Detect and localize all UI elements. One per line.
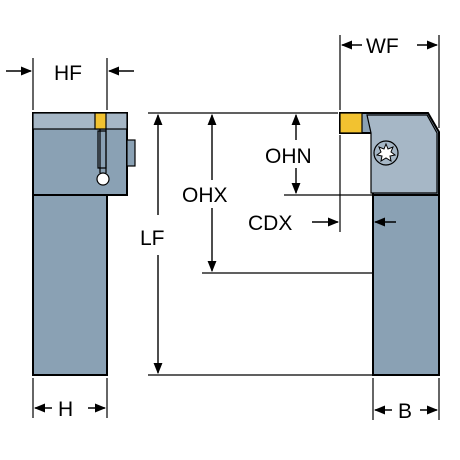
front-view-insert <box>94 112 107 130</box>
side-view-head-chamfer <box>366 114 438 194</box>
dimension-b: B <box>372 378 440 423</box>
dimension-hf: HF <box>6 58 134 110</box>
front-view-clamp-hole <box>96 172 110 186</box>
side-view-insert <box>339 112 363 134</box>
label-lf: LF <box>140 227 165 250</box>
label-hf: HF <box>54 62 82 85</box>
label-ohx: OHX <box>182 184 228 207</box>
dimension-ohx: OHX <box>182 113 372 274</box>
front-view-head-top-face <box>32 112 128 130</box>
side-view <box>339 112 440 376</box>
dimension-ohn: OHN <box>265 113 372 196</box>
front-view-shank <box>32 194 108 376</box>
dimension-lf: LF <box>140 112 372 376</box>
dimension-cdx: CDX <box>248 135 396 235</box>
front-view-clamp-ear <box>126 139 136 167</box>
front-view <box>32 112 136 376</box>
label-h: H <box>58 398 73 421</box>
label-b: B <box>398 400 412 423</box>
torx-screw-icon <box>373 140 399 166</box>
label-wf: WF <box>366 35 399 58</box>
front-view-clamp-slot <box>97 130 107 169</box>
dimension-wf: WF <box>339 35 440 128</box>
label-cdx: CDX <box>248 212 292 235</box>
dimension-h: H <box>32 378 108 421</box>
label-ohn: OHN <box>265 145 312 168</box>
